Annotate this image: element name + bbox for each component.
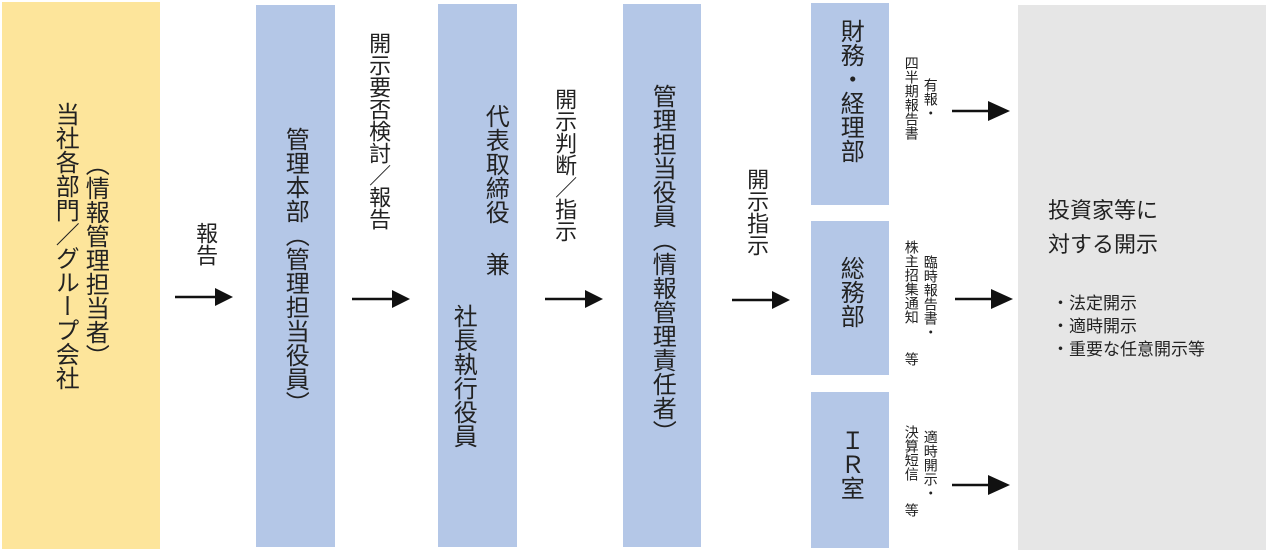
ir-label: ＩＲ室 [836, 428, 865, 500]
finance-output-arrow [952, 101, 1010, 121]
investor-disclosure-list: 法定開示 適時開示 重要な任意開示等 [1052, 293, 1205, 362]
finance-output-col1: 有報・ [921, 78, 938, 120]
flow-report-arrow [175, 288, 233, 306]
finance-label: 財務・経理部 [836, 19, 865, 163]
departments-sub-label: （情報管理担当者） [81, 152, 110, 368]
ir-box: ＩＲ室 [811, 392, 889, 548]
admin-hq-box: 管理本部（管理担当役員） [256, 5, 335, 547]
ir-output-suffix: 等 [902, 503, 919, 517]
manager-box: 管理担当役員（情報管理責任者） [623, 4, 701, 547]
flow-judgment-arrow [545, 290, 603, 308]
flow-judgment-label: 開示判断／指示 [551, 88, 577, 242]
flow-review-label: 開示要否検討／報告 [365, 32, 391, 230]
flow-report-label: 報告 [192, 222, 218, 266]
investor-title-line2: 対する開示 [1048, 233, 1159, 258]
ir-output-col1: 適時開示・ [921, 430, 938, 500]
list-item: 重要な任意開示等 [1052, 339, 1205, 362]
flow-instruction-label: 開示指示 [743, 168, 769, 256]
list-item: 適時開示 [1052, 316, 1205, 339]
ceo-line2: 社長執行役員 [449, 304, 478, 448]
manager-main: 管理担当役員 [648, 84, 677, 228]
manager-sub: （情報管理責任者） [648, 228, 677, 444]
manager-label: 管理担当役員（情報管理責任者） [648, 84, 677, 444]
general-affairs-output-arrow [955, 289, 1013, 309]
investor-title-line1: 投資家等に [1048, 199, 1159, 224]
finance-box: 財務・経理部 [811, 3, 889, 205]
ir-output-col2: 決算短信 [902, 425, 919, 481]
admin-hq-sub: （管理担当役員） [281, 223, 310, 415]
flow-instruction-arrow [732, 291, 790, 309]
general-affairs-output-col1: 臨時報告書・ [921, 255, 938, 339]
ceo-line1: 代表取締役 兼 [481, 104, 510, 276]
general-affairs-output-col2: 株主招集通知 [902, 240, 919, 324]
ceo-box: 代表取締役 兼 社長執行役員 [438, 4, 517, 547]
departments-box: （情報管理担当者） 当社各部門／グループ会社 [2, 2, 160, 549]
list-item: 法定開示 [1052, 293, 1205, 316]
ir-output-arrow [952, 475, 1010, 495]
admin-hq-label: 管理本部（管理担当役員） [281, 127, 310, 415]
finance-output-col2: 四半期報告書 [902, 56, 919, 140]
general-affairs-output-suffix: 等 [902, 352, 919, 366]
general-affairs-label: 総務部 [836, 256, 865, 328]
flow-review-arrow [352, 290, 410, 308]
departments-main-label: 当社各部門／グループ会社 [51, 102, 80, 390]
general-affairs-box: 総務部 [811, 221, 889, 375]
investor-box: 投資家等に 対する開示 法定開示 適時開示 重要な任意開示等 [1018, 5, 1266, 550]
admin-hq-main: 管理本部 [281, 127, 310, 223]
